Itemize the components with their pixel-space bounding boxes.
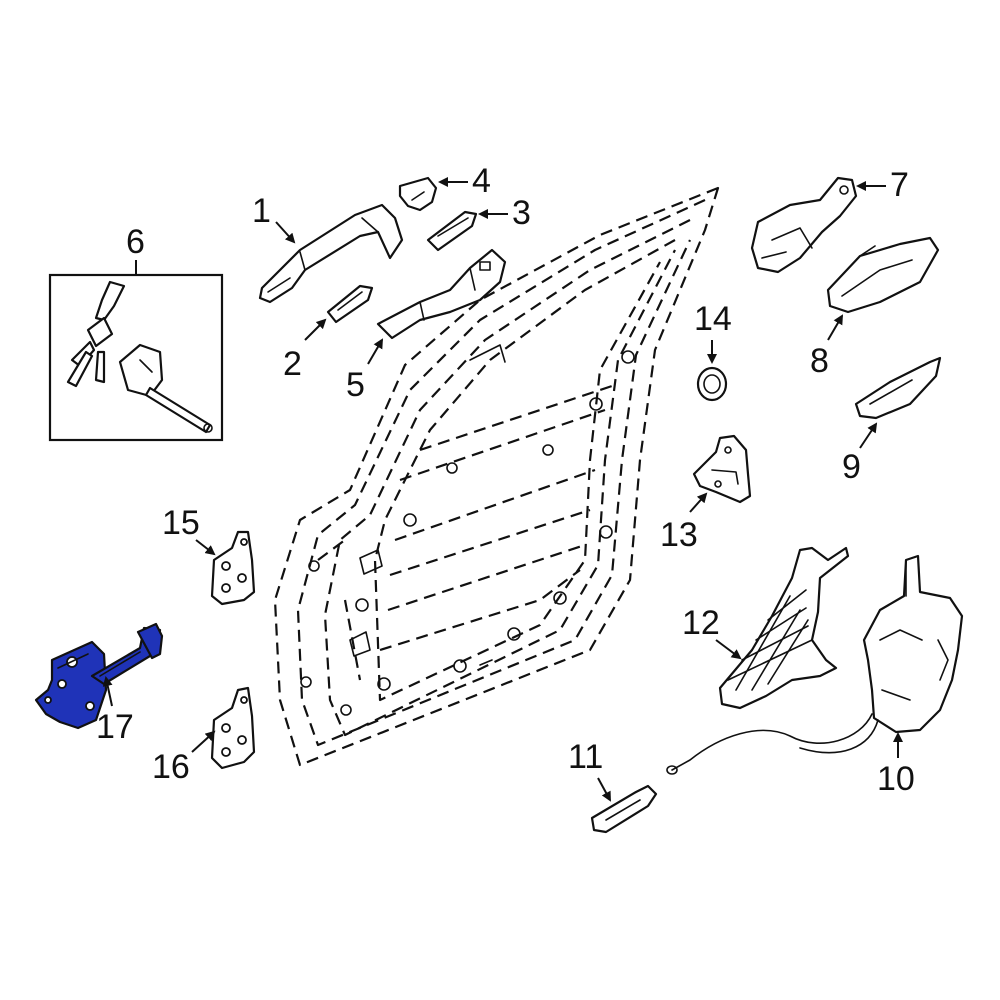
lock-cylinder-kit[interactable] <box>66 280 213 434</box>
callout-1: 1 <box>252 192 271 230</box>
door-lock-actuator[interactable] <box>666 554 964 775</box>
inside-handle-housing[interactable] <box>750 176 858 274</box>
callout-3: 3 <box>512 194 531 232</box>
lower-door-hinge[interactable] <box>210 686 256 770</box>
inside-handle-bezel[interactable] <box>854 356 942 420</box>
handle-cover-cap[interactable] <box>398 176 438 212</box>
callout-4: 4 <box>472 162 491 200</box>
callout-10: 10 <box>877 760 915 798</box>
door-plug[interactable] <box>696 366 728 402</box>
lock-knob[interactable] <box>590 784 658 834</box>
callout-12: 12 <box>682 604 720 642</box>
callout-5: 5 <box>346 366 365 404</box>
callout-2: 2 <box>283 345 302 383</box>
handle-pad-rear[interactable] <box>426 210 478 252</box>
callout-13: 13 <box>660 516 698 554</box>
door-check-highlighted[interactable] <box>34 622 164 730</box>
callout-7: 7 <box>890 166 909 204</box>
handle-pad-front[interactable] <box>326 284 374 324</box>
callout-6: 6 <box>126 223 145 261</box>
door-shell-outline <box>273 186 720 767</box>
callout-9: 9 <box>842 448 861 486</box>
lock-shield[interactable] <box>718 546 850 710</box>
door-striker[interactable] <box>692 434 752 504</box>
outside-handle-bracket[interactable] <box>376 248 507 340</box>
callout-8: 8 <box>810 342 829 380</box>
callout-15: 15 <box>162 504 200 542</box>
callout-11: 11 <box>568 738 603 776</box>
callout-17: 17 <box>96 708 134 746</box>
callout-16: 16 <box>152 748 190 786</box>
outside-door-handle[interactable] <box>258 203 404 304</box>
upper-door-hinge[interactable] <box>210 530 256 606</box>
inside-door-handle[interactable] <box>826 236 940 314</box>
callout-14: 14 <box>694 300 732 338</box>
